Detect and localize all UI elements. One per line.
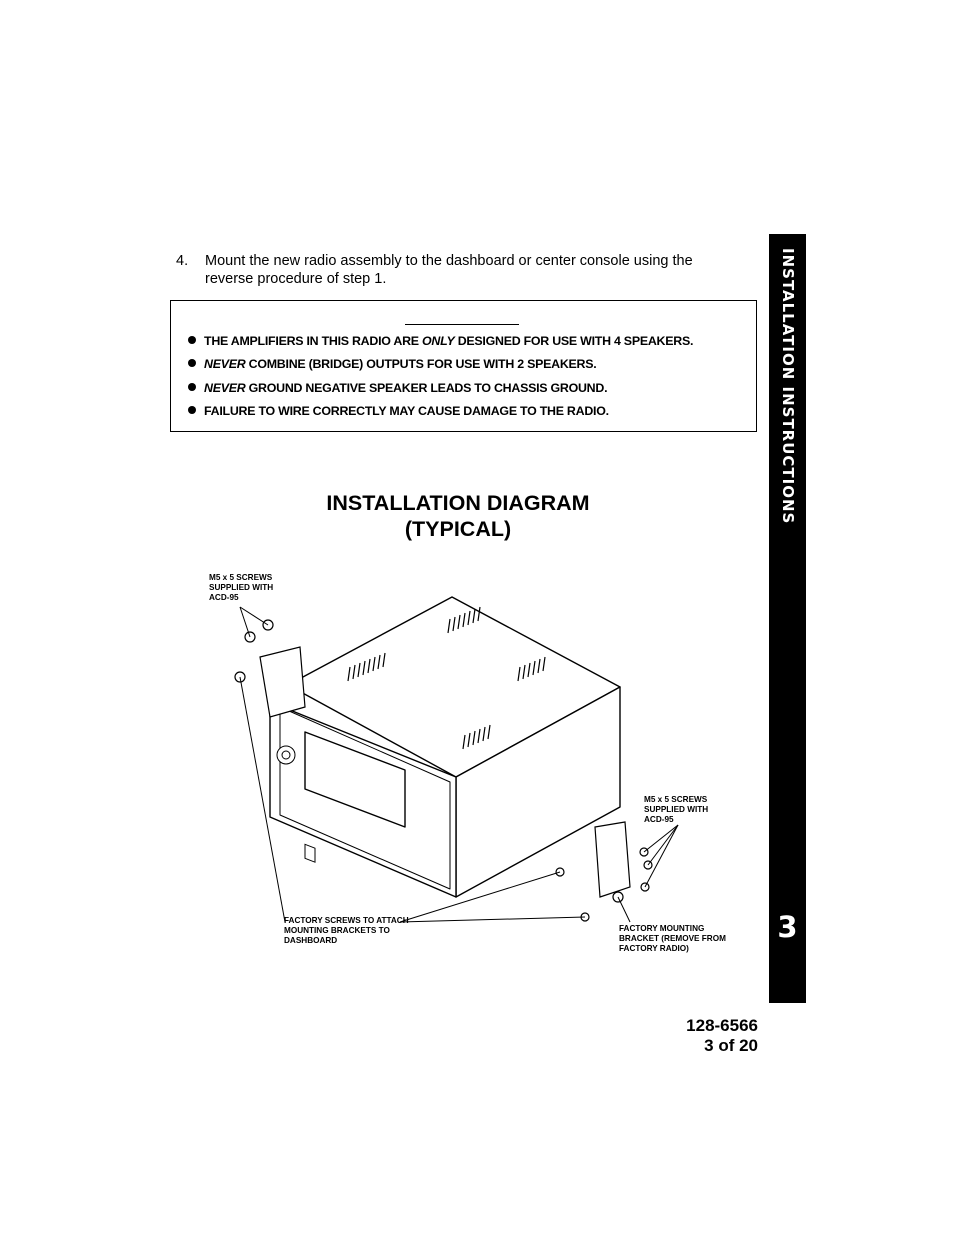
label-factory-bracket: FACTORY MOUNTING BRACKET (REMOVE FROM FA… xyxy=(619,924,726,953)
section-tab: INSTALLATION INSTRUCTIONS 3 xyxy=(769,234,806,1003)
warning-item: NEVER GROUND NEGATIVE SPEAKER LEADS TO C… xyxy=(188,379,693,402)
bullet-icon xyxy=(188,405,196,414)
installation-diagram: M5 x 5 SCREWS SUPPLIED WITH ACD-95 M5 x … xyxy=(200,567,730,967)
radio-illustration xyxy=(234,596,679,923)
warning-box: THE AMPLIFIERS IN THIS RADIO ARE ONLY DE… xyxy=(170,300,757,432)
warning-rule xyxy=(405,324,519,325)
bullet-icon xyxy=(188,382,196,391)
label-screws-right: M5 x 5 SCREWS SUPPLIED WITH ACD-95 xyxy=(644,795,709,824)
doc-id: 128-6566 xyxy=(686,1016,758,1035)
warning-item: FAILURE TO WIRE CORRECTLY MAY CAUSE DAMA… xyxy=(188,402,693,425)
step-number: 4. xyxy=(176,253,189,269)
bullet-icon xyxy=(188,336,196,344)
diagram-title: INSTALLATION DIAGRAM (TYPICAL) xyxy=(326,491,590,541)
document-number: 128-6566 3 of 20 xyxy=(686,1016,758,1056)
step-text: Mount the new radio assembly to the dash… xyxy=(205,253,693,287)
warning-list: THE AMPLIFIERS IN THIS RADIO ARE ONLY DE… xyxy=(188,332,693,425)
label-screws-left: M5 x 5 SCREWS SUPPLIED WITH ACD-95 xyxy=(209,573,274,602)
section-tab-number: 3 xyxy=(777,910,798,944)
display-screen xyxy=(304,731,406,828)
bullet-icon xyxy=(188,359,196,368)
page-count: 3 of 20 xyxy=(704,1036,758,1055)
left-bracket xyxy=(259,646,306,718)
right-bracket xyxy=(594,821,631,898)
label-factory-screws: FACTORY SCREWS TO ATTACH MOUNTING BRACKE… xyxy=(284,916,409,945)
warning-item: NEVER COMBINE (BRIDGE) OUTPUTS FOR USE W… xyxy=(188,355,693,378)
section-tab-title: INSTALLATION INSTRUCTIONS xyxy=(779,248,797,525)
warning-item: THE AMPLIFIERS IN THIS RADIO ARE ONLY DE… xyxy=(188,332,693,355)
